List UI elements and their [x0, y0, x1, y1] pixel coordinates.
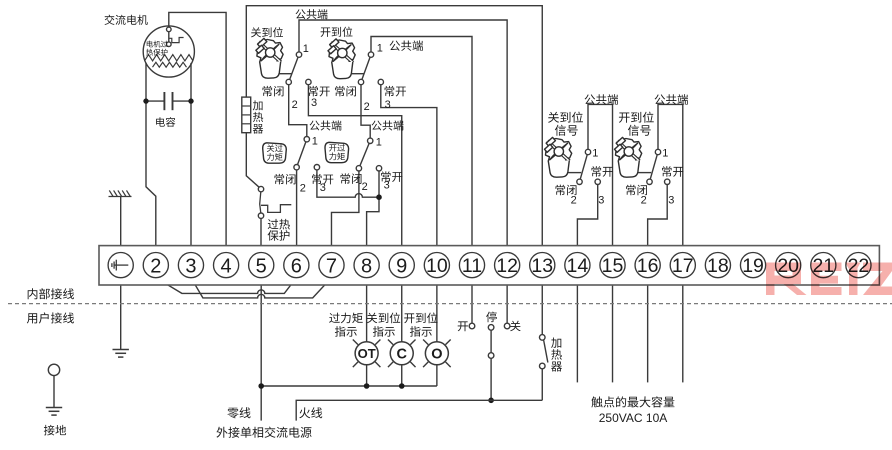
svg-text:1: 1 — [377, 43, 383, 55]
svg-text:2: 2 — [292, 99, 298, 111]
svg-text:9: 9 — [396, 255, 407, 277]
svg-text:3: 3 — [320, 182, 326, 194]
svg-text:5: 5 — [256, 255, 267, 277]
svg-text:16: 16 — [637, 255, 659, 277]
svg-text:3: 3 — [598, 194, 604, 206]
svg-text:2: 2 — [362, 181, 368, 193]
svg-text:11: 11 — [462, 255, 482, 277]
svg-text:1: 1 — [312, 136, 318, 148]
svg-text:1: 1 — [303, 43, 309, 55]
svg-text:3: 3 — [185, 255, 196, 277]
svg-text:1: 1 — [592, 148, 598, 160]
svg-text:250VAC 10A: 250VAC 10A — [599, 411, 668, 425]
svg-text:1: 1 — [376, 137, 382, 149]
svg-text:14: 14 — [567, 255, 589, 277]
svg-text:2: 2 — [641, 194, 647, 206]
svg-text:12: 12 — [496, 255, 518, 277]
svg-text:3: 3 — [385, 99, 391, 111]
svg-text:6: 6 — [291, 255, 302, 277]
svg-text:7: 7 — [326, 255, 337, 277]
svg-text:4: 4 — [221, 255, 232, 277]
svg-text:3: 3 — [384, 179, 390, 191]
svg-text:1: 1 — [662, 148, 668, 160]
svg-text:C: C — [396, 347, 407, 363]
svg-text:2: 2 — [150, 255, 161, 277]
svg-text:2: 2 — [571, 194, 577, 206]
svg-text:15: 15 — [602, 255, 624, 277]
svg-text:2: 2 — [364, 101, 370, 113]
svg-text:2: 2 — [300, 183, 306, 195]
svg-text:13: 13 — [531, 255, 553, 277]
svg-text:19: 19 — [742, 255, 764, 277]
svg-text:10: 10 — [426, 255, 448, 277]
svg-text:18: 18 — [707, 255, 729, 277]
svg-text:OT: OT — [358, 346, 376, 361]
svg-text:17: 17 — [672, 255, 694, 277]
svg-text:3: 3 — [668, 194, 674, 206]
svg-text:O: O — [431, 347, 442, 363]
svg-text:3: 3 — [311, 97, 317, 109]
svg-text:8: 8 — [361, 255, 372, 277]
